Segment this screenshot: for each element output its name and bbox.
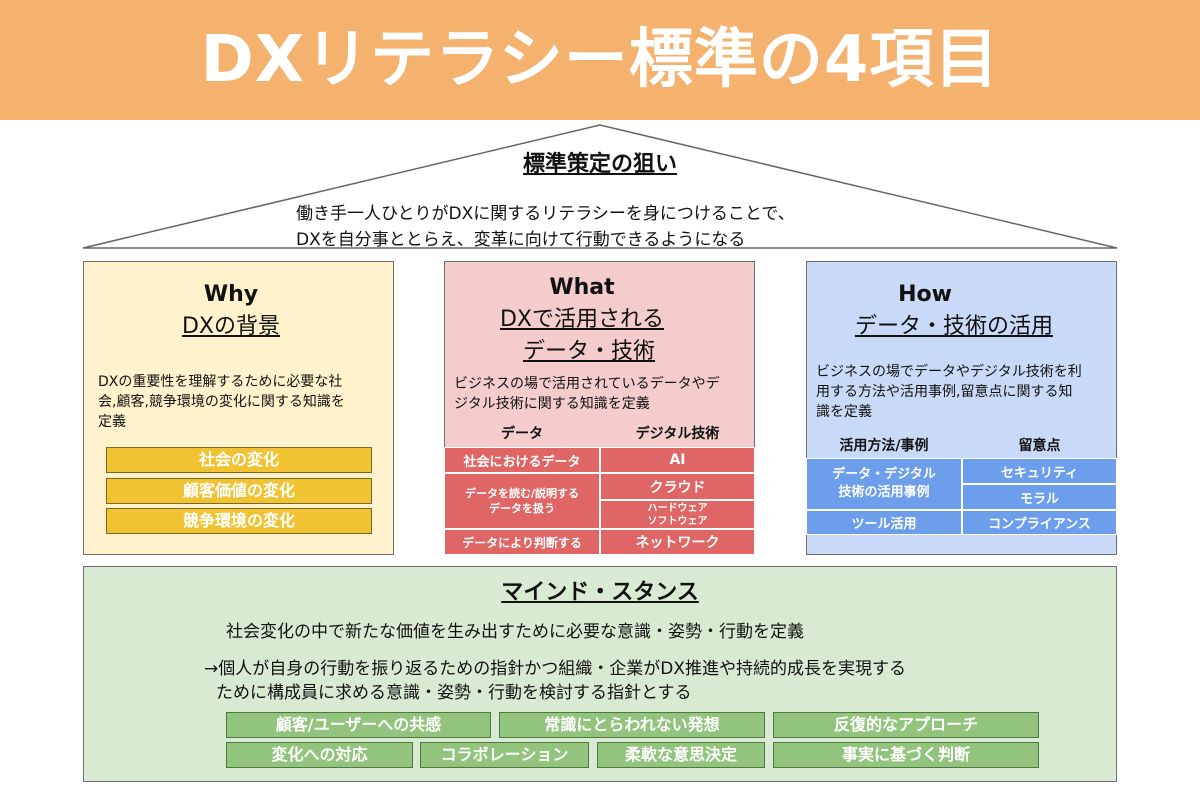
mind-item-fact-based: 事実に基づく判断 — [773, 742, 1039, 768]
page-title: DXリテラシー標準の4項目 — [200, 23, 1000, 97]
how-subheading: データ・技術の活用 — [854, 314, 1053, 339]
title-banner — [0, 0, 1200, 120]
mind-item-empathy: 顧客/ユーザーへの共感 — [226, 712, 491, 738]
why-subheading: DXの背景 — [181, 314, 280, 339]
what-tech-cell-cloud: クラウド — [600, 473, 755, 500]
mind-title: マインド・スタンス — [501, 580, 699, 605]
mind-line-1: 社会変化の中で新たな価値を生み出すために必要な意識・姿勢・行動を定義 — [226, 622, 804, 642]
why-desc-line-3: 定義 — [98, 414, 126, 430]
why-heading: Why — [203, 282, 259, 307]
how-desc-line-3: 識を定義 — [816, 404, 872, 420]
what-data-cell-judge: データにより判断する — [444, 529, 600, 555]
what-header-tech: デジタル技術 — [635, 426, 720, 442]
what-tech-cell-hw-sw: ハードウェア ソフトウェア — [600, 500, 755, 529]
why-description: DXの重要性を理解するために必要な社 会,顧客,競争環境の変化に関する知識を 定… — [98, 372, 388, 432]
how-desc-line-2: 用する方法や活用事例,留意点に関する知 — [816, 384, 1073, 400]
how-caution-cell-moral: モラル — [962, 484, 1117, 510]
how-header-method: 活用方法/事例 — [839, 438, 929, 454]
how-heading: How — [898, 282, 952, 307]
why-column — [83, 261, 394, 555]
mind-item-flexible-decision: 柔軟な意思決定 — [597, 742, 765, 768]
purpose-line-2: DXを自分事ととらえ、変革に向けて行動できるようになる — [296, 230, 746, 250]
how-header-caution: 留意点 — [1018, 438, 1061, 454]
mind-item-change: 変化への対応 — [226, 742, 413, 768]
purpose-title: 標準策定の狙い — [522, 152, 677, 177]
what-desc-line-1: ビジネスの場で活用されているデータやデ — [454, 376, 720, 392]
why-item-customer-value: 顧客価値の変化 — [106, 478, 372, 504]
mind-item-iterative: 反復的なアプローチ — [773, 712, 1039, 738]
what-desc-line-2: ジタル技術に関する知識を定義 — [454, 396, 650, 412]
purpose-line-1: 働き手一人ひとりがDXに関するリテラシーを身につけることで、 — [296, 204, 795, 224]
what-heading: What — [549, 275, 615, 300]
what-description: ビジネスの場で活用されているデータやデ ジタル技術に関する知識を定義 — [454, 374, 750, 414]
how-caution-cell-security: セキュリティ — [962, 458, 1117, 484]
mind-item-unconventional: 常識にとらわれない発想 — [499, 712, 765, 738]
how-caution-cell-compliance: コンプライアンス — [962, 510, 1117, 535]
why-desc-line-2: 会,顧客,競争環境の変化に関する知識を — [98, 394, 345, 410]
how-method-cell-cases: データ・デジタル 技術の活用事例 — [806, 458, 962, 510]
what-subheading-line-2: データ・技術 — [522, 339, 655, 364]
mind-line-3: ために構成員に求める意識・姿勢・行動を検討する指針とする — [216, 683, 692, 703]
how-method-cell-tools: ツール活用 — [806, 510, 962, 535]
what-header-data: データ — [501, 426, 543, 442]
how-description: ビジネスの場でデータやデジタル技術を利 用する方法や活用事例,留意点に関する知 … — [816, 362, 1112, 422]
what-tech-cell-ai: AI — [600, 447, 755, 473]
mind-item-collaboration: コラボレーション — [420, 742, 589, 768]
why-item-society: 社会の変化 — [106, 447, 372, 473]
what-subheading-line-1: DXで活用される — [499, 307, 664, 332]
why-item-competition: 競争環境の変化 — [106, 508, 372, 534]
why-desc-line-1: DXの重要性を理解するために必要な社 — [98, 374, 343, 390]
what-data-cell-society: 社会におけるデータ — [444, 447, 600, 473]
how-desc-line-1: ビジネスの場でデータやデジタル技術を利 — [816, 364, 1082, 380]
what-data-cell-read-handle: データを読む/説明する データを扱う — [444, 473, 600, 529]
mind-line-2: →個人が自身の行動を振り返るための指針かつ組織・企業がDX推進や持続的成長を実現… — [204, 659, 906, 679]
what-tech-cell-network: ネットワーク — [600, 529, 755, 555]
